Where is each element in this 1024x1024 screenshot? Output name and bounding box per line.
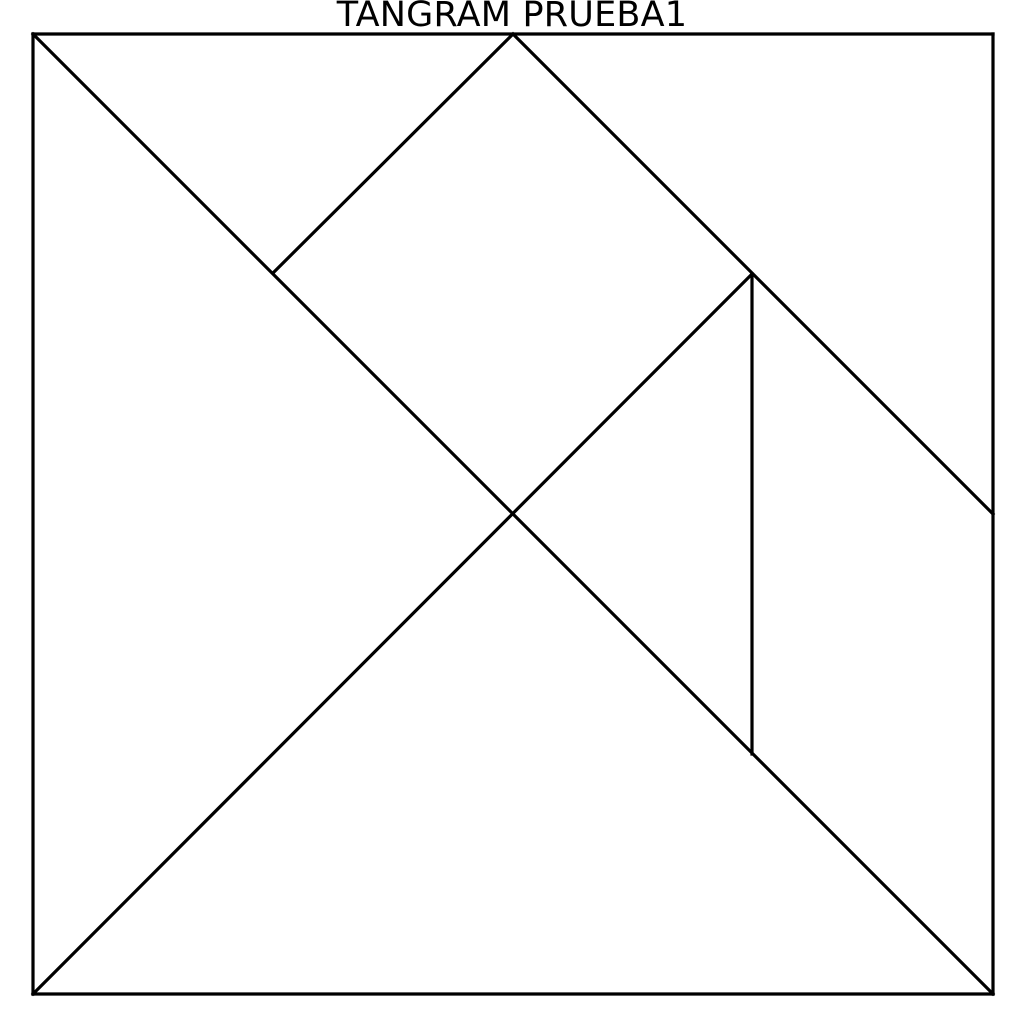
diagram-title: TANGRAM PRUEBA1 [336,0,688,35]
square-left-edge [270,31,516,276]
anti-diagonal [30,271,755,997]
